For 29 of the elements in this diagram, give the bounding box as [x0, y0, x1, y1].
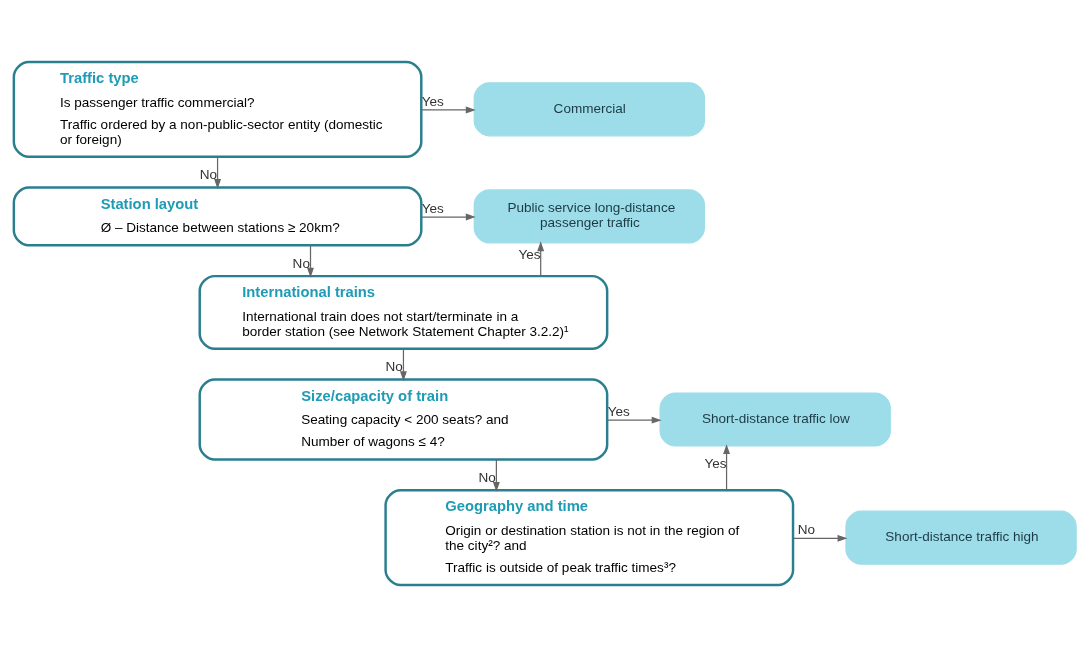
node-box: Short-distance traffic high: [845, 510, 1077, 565]
edge-label: Yes: [518, 247, 541, 263]
node-box: International trains International train does not start/terminate in a border station (see Network Statement Chapter 3.2.2)¹: [198, 274, 609, 350]
edge-label: Yes: [421, 93, 444, 109]
arrow: [723, 444, 730, 491]
edge-label: Yes: [704, 455, 727, 471]
node-box: Commercial: [473, 82, 706, 137]
edge-label: No: [797, 522, 816, 538]
edge-label: No: [385, 359, 403, 375]
arrow: [400, 348, 407, 382]
arrow: [537, 241, 545, 277]
node-box: Geography and time Origin or destination station is not in the region of the city²? and Traffic is outside of peak traffic times³?: [384, 489, 795, 587]
arrow: [307, 245, 314, 278]
edge-label: Yes: [607, 404, 630, 420]
arrow: [492, 458, 500, 492]
arrow: [792, 534, 848, 542]
arrow: [214, 156, 221, 189]
node-box: Traffic type Is passenger traffic commercial? Traffic ordered by a non-public-sector entity (domestic or foreign): [12, 60, 423, 158]
arrow: [606, 416, 662, 424]
edge-label: No: [478, 469, 496, 485]
edge-label: No: [292, 255, 310, 271]
edge-label: No: [199, 167, 217, 183]
edge-label: Yes: [421, 201, 444, 217]
arrow: [420, 106, 476, 114]
node-box: Station layout Ø – Distance between stations ≥ 20km?: [12, 186, 423, 247]
node-box: Size/capacity of train Seating capacity < 200 seats? and Number of wagons ≤ 4?: [198, 378, 609, 461]
node-box: Public service long-distance passenger traffic: [473, 189, 706, 244]
arrow: [420, 213, 476, 221]
node-box: Short-distance traffic low: [659, 392, 891, 447]
